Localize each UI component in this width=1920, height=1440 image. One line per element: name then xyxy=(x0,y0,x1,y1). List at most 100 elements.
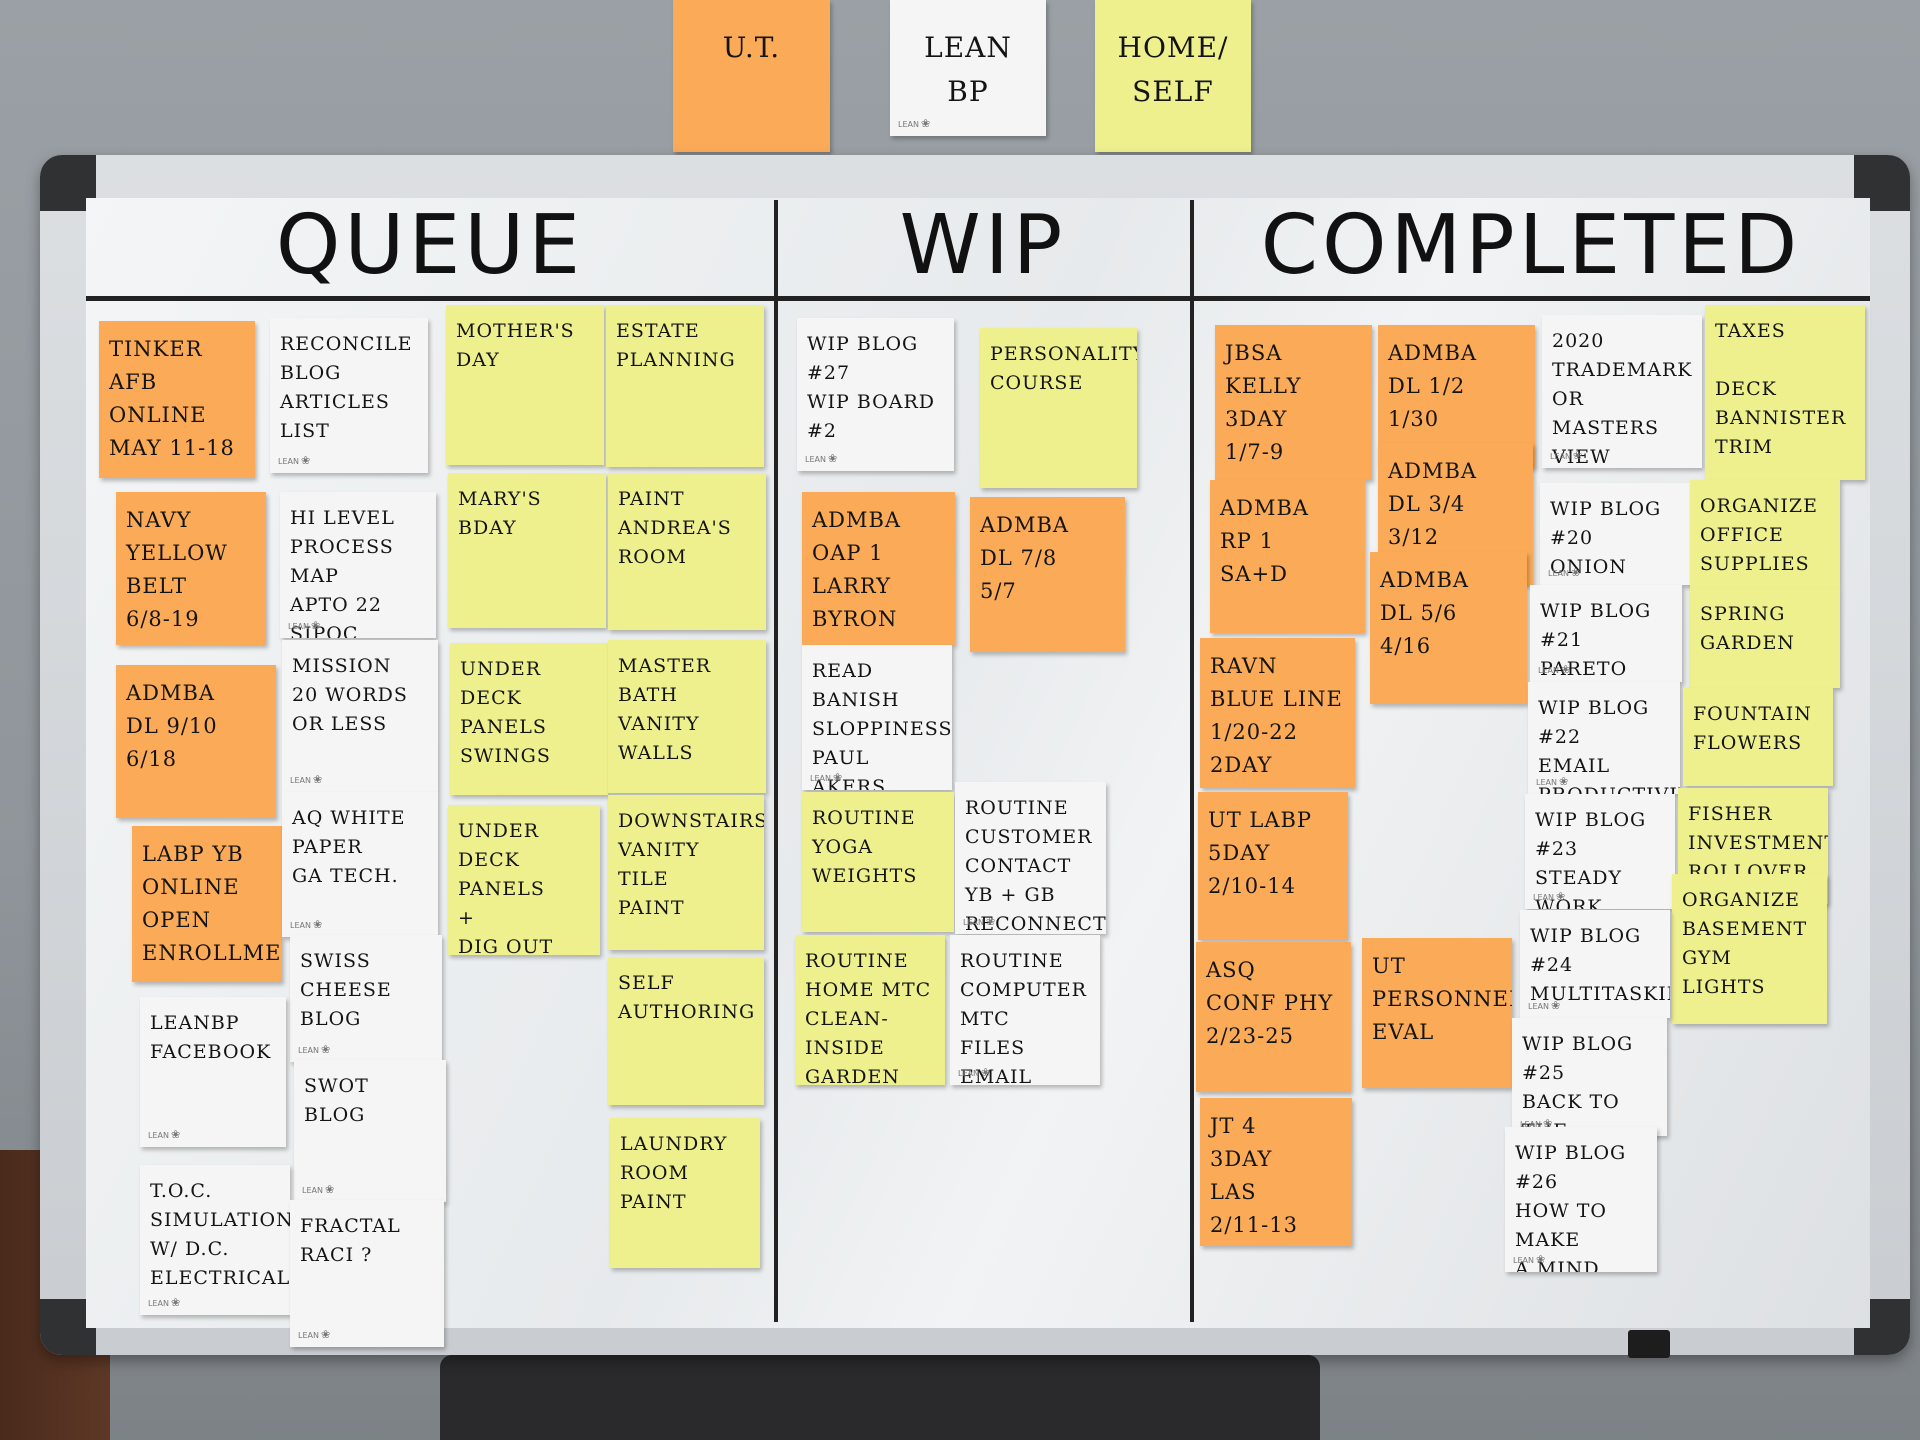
sticky-note[interactable]: UT PERSONNEL EVAL xyxy=(1362,938,1512,1088)
note-text: MOTHER'S DAY xyxy=(456,320,575,371)
sticky-note[interactable]: ASQ CONF PHY 2/23-25 xyxy=(1196,942,1351,1092)
logo-text: LEAN xyxy=(1528,1002,1549,1011)
sticky-note[interactable]: HOME/ SELF xyxy=(1095,0,1251,152)
logo-text: LEAN xyxy=(1538,666,1559,675)
header-divider xyxy=(86,296,1870,301)
lean-logo-icon: LEAN❀ xyxy=(290,918,323,931)
sticky-note[interactable]: SPRING GARDEN xyxy=(1690,588,1840,688)
note-text: ORGANIZE OFFICE SUPPLIES xyxy=(1700,495,1818,575)
note-text: PERSONALITY COURSE xyxy=(990,343,1137,394)
lean-logo-icon: LEAN❀ xyxy=(288,619,321,632)
lean-logo-icon: LEAN❀ xyxy=(290,773,323,786)
sticky-note[interactable]: MASTER BATH VANITY WALLS xyxy=(608,640,766,793)
note-text: WIP BLOG #27 WIP BOARD #2 xyxy=(807,333,936,442)
sticky-note[interactable]: JT 4 3DAY LAS 2/11-13 xyxy=(1200,1098,1352,1246)
lean-logo-icon: LEAN❀ xyxy=(148,1296,181,1309)
sticky-note[interactable]: ORGANIZE BASEMENT GYM LIGHTS xyxy=(1672,874,1827,1024)
sticky-note[interactable]: UNDER DECK PANELS + DIG OUT xyxy=(448,805,600,955)
sticky-note[interactable]: ADMBA DL 5/6 4/16 xyxy=(1370,552,1527,704)
note-text: UT LABP 5DAY 2/10-14 xyxy=(1208,808,1313,898)
completed-heading: COMPLETED xyxy=(1260,198,1802,293)
sticky-note[interactable]: FRACTAL RACI ?LEAN❀ xyxy=(290,1200,444,1347)
logo-text: LEAN xyxy=(898,120,919,129)
lean-logo-icon: LEAN❀ xyxy=(1513,1253,1546,1266)
sticky-note[interactable]: AQ WHITE PAPER GA TECH.LEAN❀ xyxy=(282,792,438,937)
note-text: FOUNTAIN FLOWERS xyxy=(1693,703,1812,754)
sticky-note[interactable]: LABP YB ONLINE OPEN ENROLLMENT xyxy=(132,826,282,982)
sticky-note[interactable]: U.T. xyxy=(673,0,830,152)
note-text: HI LEVEL PROCESS MAP APTO 22 SIPOC CUST.… xyxy=(290,507,395,638)
lean-logo-icon: LEAN❀ xyxy=(958,1066,991,1079)
sticky-note[interactable]: MOTHER'S DAY xyxy=(446,305,604,465)
sticky-note[interactable]: WIP BLOG #27 WIP BOARD #2 LEAN❀ xyxy=(797,318,954,471)
logo-text: LEAN xyxy=(148,1131,169,1140)
logo-text: LEAN xyxy=(1548,569,1569,578)
sticky-note[interactable]: PAINT ANDREA'S ROOM xyxy=(608,473,766,630)
note-text: ROUTINE HOME MTC CLEAN-INSIDE GARDEN YAR… xyxy=(805,950,932,1085)
lean-logo-icon: LEAN❀ xyxy=(278,454,311,467)
sticky-note[interactable]: ORGANIZE OFFICE SUPPLIES xyxy=(1690,480,1840,588)
sticky-note[interactable]: PERSONALITY COURSE xyxy=(980,328,1137,488)
sticky-note[interactable]: SELF AUTHORING xyxy=(608,957,764,1105)
note-text: WIP BLOG #26 HOW TO MAKE A MIND MAP xyxy=(1515,1142,1627,1272)
chair-back xyxy=(440,1355,1320,1440)
sticky-note[interactable]: UT LABP 5DAY 2/10-14 xyxy=(1198,792,1348,940)
lean-logo-icon: LEAN❀ xyxy=(1533,890,1566,903)
logo-text: LEAN xyxy=(1536,778,1557,787)
sticky-note[interactable]: WIP BLOG #24 MULTITASKINGLEAN❀ xyxy=(1520,910,1670,1018)
sticky-note[interactable]: WIP BLOG #23 STEADY WORK GAUDETLEAN❀ xyxy=(1525,794,1675,909)
note-text: SPRING GARDEN xyxy=(1700,603,1795,654)
sticky-note[interactable]: ADMBA DL 9/10 6/18 xyxy=(116,665,276,818)
sticky-note[interactable]: HI LEVEL PROCESS MAP APTO 22 SIPOC CUST.… xyxy=(280,492,436,638)
sticky-note[interactable]: TINKER AFB ONLINE MAY 11-18 xyxy=(99,321,255,478)
sticky-note[interactable]: ADMBA DL 7/8 5/7 xyxy=(970,497,1125,652)
logo-text: LEAN xyxy=(290,921,311,930)
logo-text: LEAN xyxy=(1513,1256,1534,1265)
wip-heading: WIP xyxy=(899,198,1067,293)
sticky-note[interactable]: DOWNSTAIRS VANITY TILE PAINT xyxy=(608,795,764,950)
sticky-note[interactable]: FOUNTAIN FLOWERS xyxy=(1683,688,1833,786)
sticky-note[interactable]: ROUTINE YOGA WEIGHTS xyxy=(802,792,954,932)
logo-text: LEAN xyxy=(1520,1120,1541,1129)
note-text: SELF AUTHORING xyxy=(618,972,756,1023)
sticky-note[interactable]: NAVY YELLOW BELT 6/8-19 xyxy=(116,492,266,645)
lean-logo-icon: LEAN❀ xyxy=(298,1328,331,1341)
sticky-note[interactable]: ADMBA RP 1 SA+D xyxy=(1210,480,1365,633)
sticky-note[interactable]: MARY'S BDAY xyxy=(448,473,606,628)
sticky-note[interactable]: RAVN BLUE LINE 1/20-22 2DAY xyxy=(1200,638,1355,788)
note-text: UNDER DECK PANELS SWINGS xyxy=(460,658,551,767)
note-text: UT PERSONNEL EVAL xyxy=(1372,954,1512,1044)
note-text: TINKER AFB ONLINE MAY 11-18 xyxy=(109,337,235,460)
note-text: WIP BLOG #23 STEADY WORK GAUDET xyxy=(1535,809,1647,909)
note-text: ADMBA DL 1/2 1/30 xyxy=(1388,341,1478,431)
sticky-note[interactable]: UNDER DECK PANELS SWINGS xyxy=(450,643,608,795)
sticky-note[interactable]: WIP BLOG #22 EMAIL PRODUCTIVITYLEAN❀ xyxy=(1528,682,1680,794)
sticky-note[interactable]: WIP BLOG #26 HOW TO MAKE A MIND MAPLEAN❀ xyxy=(1505,1127,1657,1272)
sticky-note[interactable]: ROUTINE HOME MTC CLEAN-INSIDE GARDEN YAR… xyxy=(795,935,945,1085)
lean-logo-icon: LEAN❀ xyxy=(805,452,838,465)
sticky-note[interactable]: JBSA KELLY 3DAY 1/7-9 xyxy=(1215,325,1372,480)
sticky-note[interactable]: LAUNDRY ROOM PAINT xyxy=(610,1118,760,1268)
logo-text: LEAN xyxy=(278,457,299,466)
sticky-note[interactable]: ADMBA OAP 1 LARRY BYRON xyxy=(802,492,955,645)
lean-logo-icon: LEAN❀ xyxy=(898,117,931,130)
sticky-note[interactable]: ROUTINE CUSTOMER CONTACT YB + GB RECONNE… xyxy=(955,782,1106,934)
lean-logo-icon: LEAN❀ xyxy=(1550,449,1583,462)
sticky-note[interactable]: WIP BLOG #25 BACK TO THE BLUE LINELEAN❀ xyxy=(1512,1018,1667,1136)
sticky-note[interactable]: TAXES DECK BANNISTER TRIM xyxy=(1705,305,1865,480)
sticky-note[interactable]: ESTATE PLANNING xyxy=(606,305,764,467)
note-text: READ BANISH SLOPPINESS PAUL AKERS xyxy=(812,660,952,790)
note-text: UNDER DECK PANELS + DIG OUT xyxy=(458,820,554,955)
